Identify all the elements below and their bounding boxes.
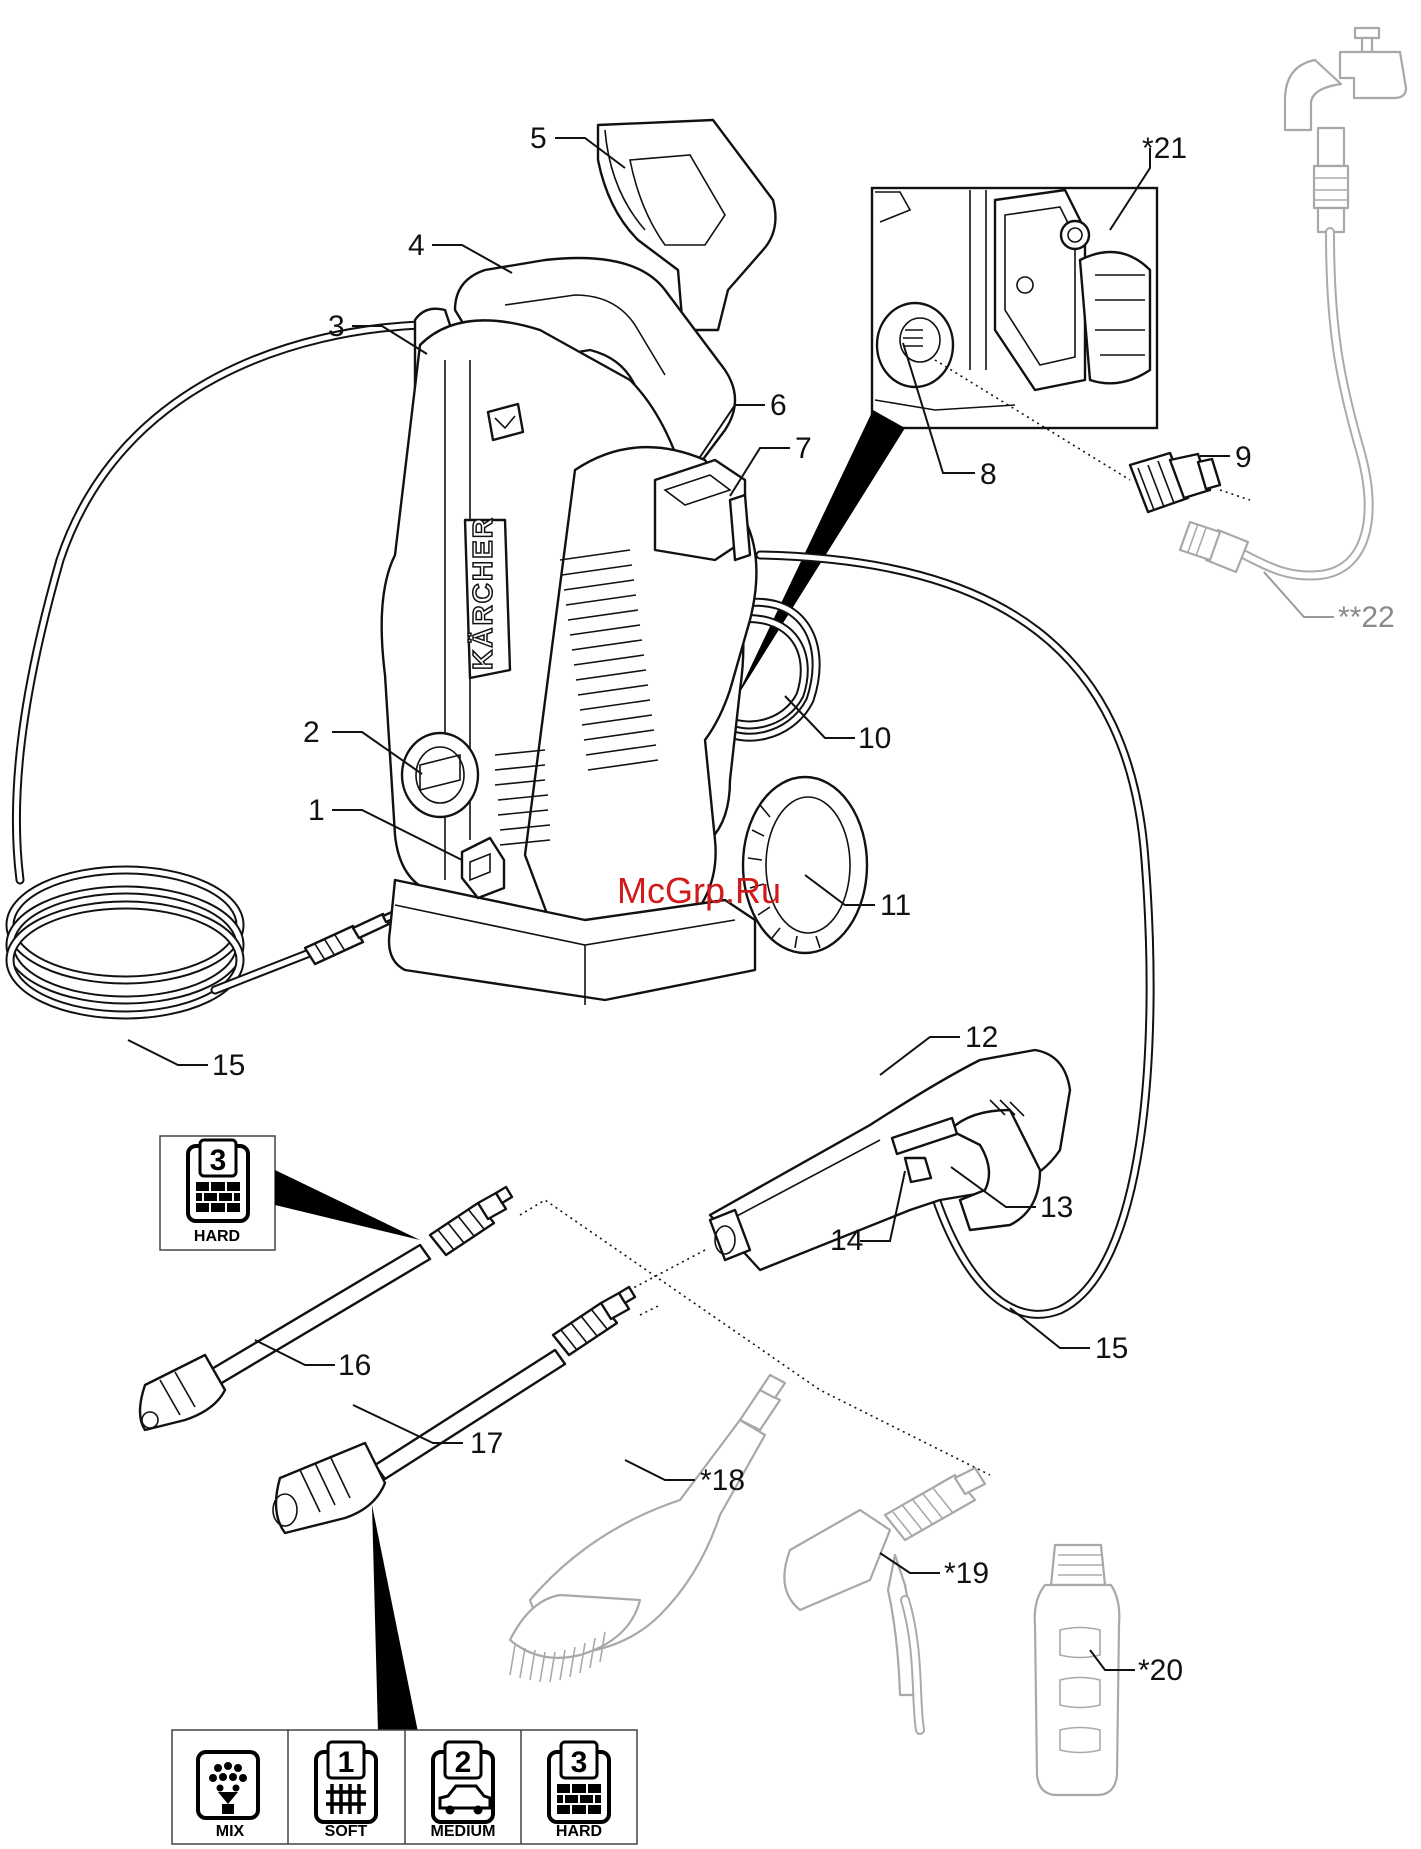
callout-5: 5: [530, 122, 547, 155]
callout-22: **22: [1338, 601, 1395, 634]
foam-nozzle-accessory: [784, 1468, 985, 1730]
callout-11: 11: [880, 889, 911, 922]
callout-4: 4: [408, 229, 425, 262]
pictogram-number: 3: [210, 1144, 227, 1177]
callout-10: 10: [858, 722, 891, 755]
spray-lance-17: [273, 1287, 635, 1533]
callout-15a: 15: [212, 1049, 245, 1082]
pictogram-hard-single: 3 HARD: [160, 1136, 275, 1250]
callout-17: 17: [470, 1427, 503, 1460]
pictogram-hard: 3 HARD: [549, 1742, 609, 1840]
pictogram-label: HARD: [556, 1823, 602, 1840]
pictogram-number: 3: [571, 1746, 588, 1779]
pictogram-label: MEDIUM: [431, 1823, 496, 1840]
callout-8: 8: [980, 458, 997, 491]
brand-logo-text: KÄRCHER: [467, 516, 498, 670]
pictogram-medium: 2 MEDIUM: [431, 1742, 496, 1840]
callout-19: *19: [944, 1557, 989, 1590]
pictogram-number: 2: [455, 1746, 472, 1779]
callout-18: *18: [700, 1464, 745, 1497]
pictogram-soft: 1 SOFT: [316, 1742, 376, 1840]
brick-wall-icon: [557, 1784, 601, 1814]
brick-wall-icon: [196, 1182, 240, 1212]
pictogram-pointer-wedge-17: [372, 1505, 418, 1732]
callout-13: 13: [1040, 1191, 1073, 1224]
callout-2: 2: [303, 716, 320, 749]
callout-6: 6: [770, 389, 787, 422]
pictogram-pointer-wedge-16: [275, 1170, 420, 1240]
pictogram-label: SOFT: [325, 1823, 368, 1840]
callout-12: 12: [965, 1021, 998, 1054]
callout-7: 7: [795, 432, 812, 465]
pictogram-label: HARD: [194, 1228, 240, 1245]
callout-14: 14: [830, 1224, 863, 1257]
callout-3: 3: [328, 310, 345, 343]
water-tap-and-supply-hose: [1180, 28, 1406, 576]
pictogram-label: MIX: [216, 1823, 245, 1840]
wash-brush-accessory: [510, 1375, 785, 1682]
callout-15b: 15: [1095, 1332, 1128, 1365]
callout-21: *21: [1142, 132, 1187, 165]
pictogram-strip: MIX 1 SOFT 2 MEDIUM 3: [172, 1730, 637, 1844]
callout-20: *20: [1138, 1654, 1183, 1687]
callout-16: 16: [338, 1349, 371, 1382]
callout-1: 1: [308, 794, 325, 827]
watermark-text: McGrp.Ru: [617, 870, 781, 911]
water-inlet-connector: [1130, 453, 1220, 512]
pictogram-number: 1: [338, 1746, 355, 1779]
callout-9: 9: [1235, 441, 1252, 474]
